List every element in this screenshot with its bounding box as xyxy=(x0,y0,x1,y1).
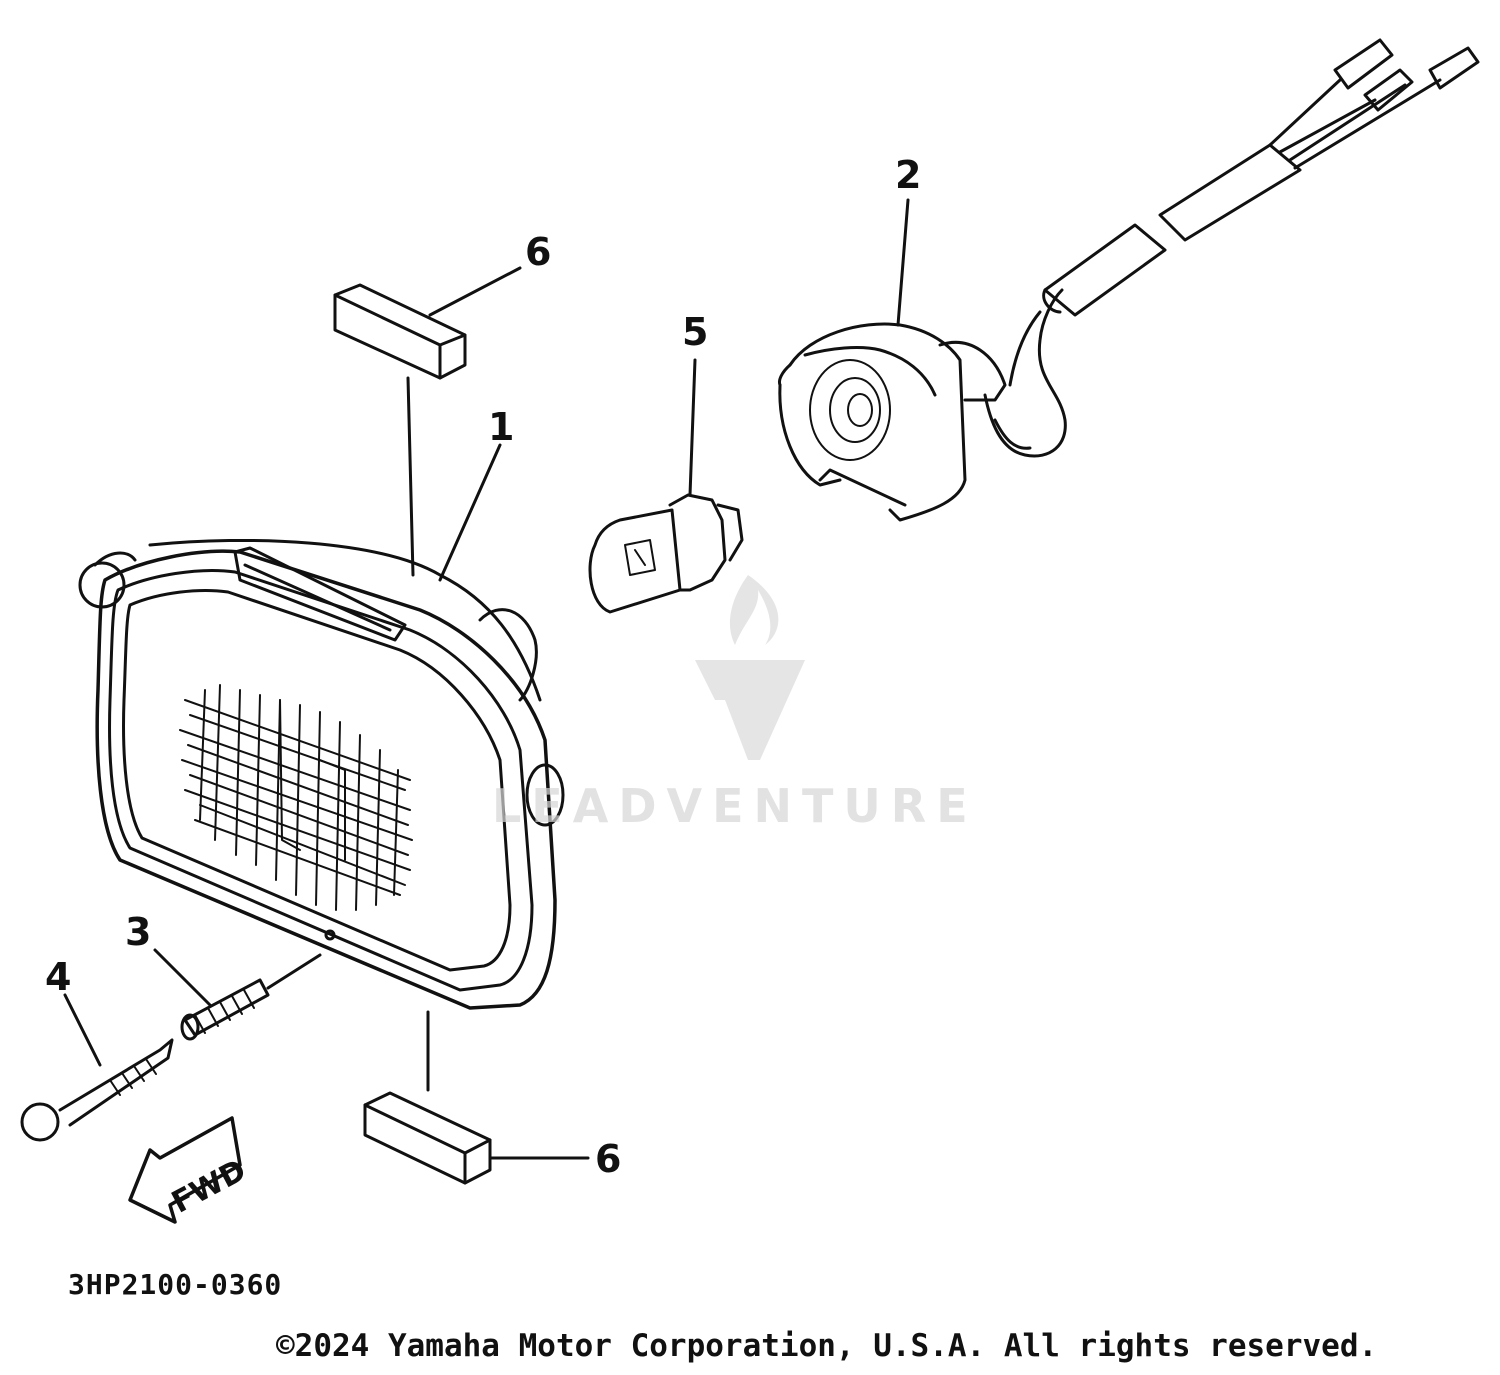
fwd-arrow-icon xyxy=(128,1116,242,1224)
leader-line-5 xyxy=(688,358,697,497)
adjusting-spring xyxy=(180,978,270,1041)
callout-6-top: 6 xyxy=(525,230,551,274)
leader-line-1 xyxy=(438,443,502,582)
cushion-pad-bottom xyxy=(363,1091,492,1185)
adjusting-screw xyxy=(20,1038,174,1142)
headlight-unit xyxy=(78,538,565,1010)
leader-line-4 xyxy=(63,993,102,1067)
callout-1: 1 xyxy=(488,405,514,449)
bulb-socket-harness xyxy=(778,38,1480,522)
leader-line-6-top xyxy=(406,376,415,577)
callout-6-bottom: 6 xyxy=(595,1137,621,1181)
watermark-text: LEADVENTURE xyxy=(492,779,978,833)
callout-3: 3 xyxy=(125,910,151,954)
headlight-bulb xyxy=(588,493,744,614)
watermark-logo-icon xyxy=(695,575,805,760)
fwd-label: FWD xyxy=(166,1153,252,1221)
leader-line-3-shaft xyxy=(266,953,322,990)
leader-line-3 xyxy=(153,948,212,1007)
callout-4: 4 xyxy=(45,955,71,999)
callout-5: 5 xyxy=(682,310,708,354)
callout-2: 2 xyxy=(895,153,921,197)
leader-line-6-top-callout xyxy=(428,266,522,317)
copyright-notice: ©2024 Yamaha Motor Corporation, U.S.A. A… xyxy=(276,1328,1378,1364)
diagram-code: 3HP2100-0360 xyxy=(68,1268,283,1301)
cushion-pad-top xyxy=(333,283,467,380)
leader-line-2 xyxy=(896,198,910,327)
